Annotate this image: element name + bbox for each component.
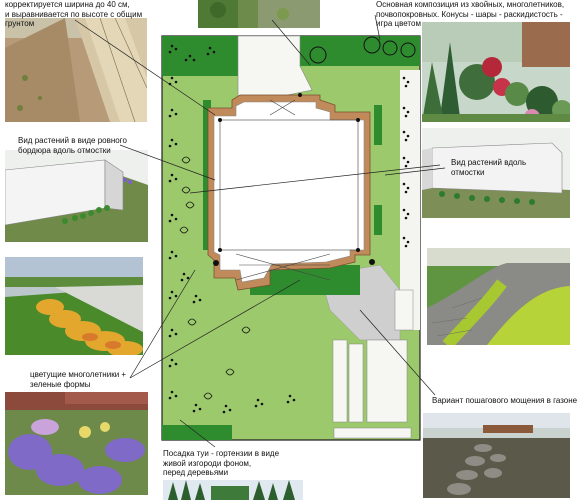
circle-tree-icon [363,36,381,54]
hedge-right-strip-2 [374,205,382,235]
hedge-bottom [162,425,232,440]
photo-blind-area-strip [5,18,147,122]
black-dot-cluster-icon [168,44,410,414]
path-bottom [333,427,412,439]
render-border-right [422,128,570,218]
photo-stepping-stones [423,413,570,498]
caption-hedge: Посадка туи - гортензии в виде живой изг… [163,449,280,477]
caption-main-composition: Основная композиция из хвойных, многолет… [376,0,565,28]
paving-strip-1 [332,339,348,423]
paving-strip-3 [366,339,408,423]
leaf-outline-icon [179,156,251,400]
render-border-left [5,150,148,242]
photo-curved-hedge-path [427,248,570,345]
house-footprint [207,94,371,291]
photo-flowering-perennials [5,392,148,495]
circle-tree-icon [309,46,327,64]
caption-blind-area: корректируется ширина до 40 см, и выравн… [5,0,143,28]
caption-border-left: Вид растений в виде ровного бордюра вдол… [18,136,127,155]
house-inner [213,101,365,283]
photo-garden-top [198,0,320,28]
circle-tree-icon [400,42,416,58]
paving-strip-2 [348,343,364,423]
paving-pad [394,289,414,331]
hedge-top-left [162,36,238,76]
caption-border-right: Вид растений вдоль отмостки [451,158,527,177]
hedge-left-strip [203,100,211,250]
hedge-right-strip [374,105,382,145]
photo-thuja-hedge [163,480,303,500]
circle-tree-icon [382,40,398,56]
entrance-path [237,35,313,106]
photo-yellow-hedge-border [5,257,143,355]
photo-conifer-composition [422,22,570,122]
side-path-right [400,70,420,330]
lawn-area [161,35,421,441]
hedge-top-right [300,36,420,66]
caption-perennials: цветущие многолетники + зеленые формы [30,370,127,389]
hedge-bottom-strip [250,265,360,295]
paving-area [319,264,401,341]
caption-paving: Вариант пошагового мощения в газоне [432,396,578,405]
